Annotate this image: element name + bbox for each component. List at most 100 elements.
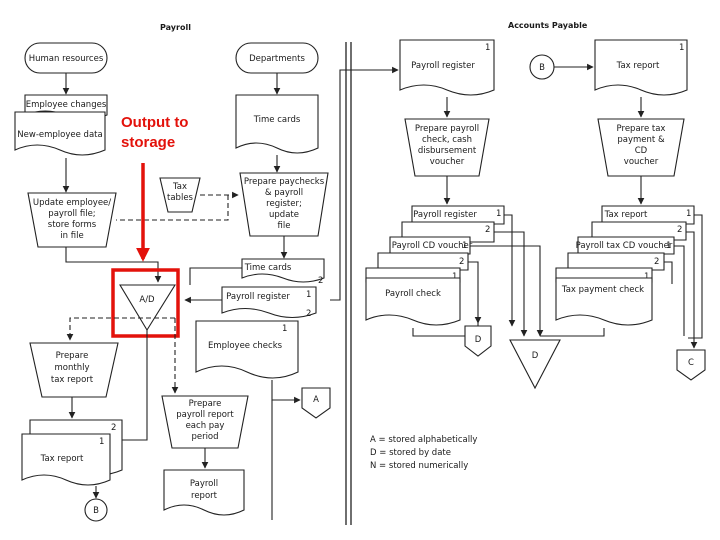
prepare-paychecks-process xyxy=(239,172,329,237)
payroll-register-copy-number-1: 1 xyxy=(306,290,311,300)
flow-ap-cd-down xyxy=(470,245,544,337)
prepare-payroll-check-process xyxy=(404,118,490,177)
prepare-paychecks-line-3: register; xyxy=(266,199,302,209)
ap-tax-report-copy-label: Tax report xyxy=(604,210,648,220)
update-file-line-3: store forms xyxy=(48,220,97,230)
ap-tax-report-document xyxy=(594,39,688,96)
ap-payroll-register-label: Payroll register xyxy=(411,61,475,71)
prepare-paychecks-line-1: Prepare paychecks xyxy=(244,177,325,187)
legend-line-d: D = stored by date xyxy=(370,448,451,458)
ap-connector-c-offpage xyxy=(676,349,706,381)
ap-cd-voucher-number: 1 xyxy=(462,241,467,251)
employee-changes-label: Employee changes xyxy=(26,100,107,110)
tax-report-label: Tax report xyxy=(40,454,84,464)
prepare-check-line-1: Prepare payroll xyxy=(415,124,479,134)
prepare-paychecks-line-2: & payroll xyxy=(265,188,303,198)
update-file-line-4: in file xyxy=(60,231,83,241)
time-cards-copy-number: 2 xyxy=(318,276,323,286)
prepare-monthly-tax-process xyxy=(29,342,119,398)
ap-cd-voucher-copy-document xyxy=(377,252,469,271)
ap-connector-d-label: D xyxy=(475,335,482,345)
flow-ap-register2-down xyxy=(494,231,528,337)
time-cards-copy-document xyxy=(241,258,325,283)
dashed-storage-to-monthly xyxy=(66,317,175,341)
employee-checks-number: 1 xyxy=(282,324,287,334)
tax-report-copy-number-1: 1 xyxy=(99,437,104,447)
prepare-paychecks-line-4: update xyxy=(269,210,299,220)
prepare-tax-line-3: CD xyxy=(635,146,648,156)
payroll-register-copy-document xyxy=(221,286,317,319)
flow-register-to-ap xyxy=(330,66,399,301)
ap-cd-voucher-copy-number: 2 xyxy=(459,257,464,267)
accounts-payable-section-title: Accounts Payable xyxy=(508,21,588,30)
connector-b-label: B xyxy=(93,506,99,516)
ap-tax-report-label: Tax report xyxy=(616,61,660,71)
departments-label: Departments xyxy=(249,54,305,64)
prepare-monthly-line-3: tax report xyxy=(51,375,94,385)
storage-ad-label: A/D xyxy=(139,295,155,305)
annotation-line-2: storage xyxy=(121,134,175,151)
connector-b-circle xyxy=(84,498,108,522)
new-employee-data-label: New-employee data xyxy=(17,130,102,140)
ap-tax-report-copy-number: 1 xyxy=(686,209,691,219)
ap-payroll-tax-cd-voucher-document xyxy=(577,236,675,255)
flow-ap-tax-down xyxy=(688,214,703,339)
prepare-monthly-line-1: Prepare xyxy=(56,351,89,361)
prepare-monthly-line-2: monthly xyxy=(55,363,90,373)
ap-payroll-register-copy-document xyxy=(411,205,505,225)
payroll-report-line-1: Payroll xyxy=(190,479,218,489)
prepare-tax-line-1: Prepare tax xyxy=(617,124,666,134)
ap-payroll-check-document xyxy=(365,277,461,326)
employee-checks-label: Employee checks xyxy=(208,341,283,351)
ap-payroll-cd-voucher-document xyxy=(389,236,471,255)
flow-ap-cd2-to-d xyxy=(468,261,482,324)
dashed-file-link xyxy=(116,195,229,221)
connector-a-label: A xyxy=(313,395,319,405)
legend-line-n: N = stored numerically xyxy=(370,461,468,471)
time-cards-label: Time cards xyxy=(253,115,301,125)
update-file-line-1: Update employee/ xyxy=(33,198,111,208)
flow-ap-tax-cd xyxy=(674,245,685,336)
ap-tax-cd-number: 1 xyxy=(666,241,671,251)
prepare-check-line-3: disbursement xyxy=(418,146,477,156)
prepare-paychecks-line-5: file xyxy=(278,221,291,231)
prepare-tax-payment-process xyxy=(597,118,685,177)
ap-connector-c-label: C xyxy=(688,358,694,368)
flow-ap-tax-cd-copy xyxy=(664,261,673,284)
prepare-payroll-report-process xyxy=(161,395,249,449)
ap-payroll-register-document xyxy=(399,39,495,96)
human-resources-label: Human resources xyxy=(29,54,104,64)
flow-timecards-to-storage xyxy=(189,267,242,285)
payroll-report-line-2: report xyxy=(191,491,218,501)
ap-tax-check-copy-number: 1 xyxy=(644,272,649,282)
payroll-report-document xyxy=(163,469,245,516)
ap-tax-cd-copy-number: 2 xyxy=(654,257,659,267)
prepare-check-line-4: voucher xyxy=(430,157,465,167)
ap-tax-report-number: 1 xyxy=(679,43,684,53)
payroll-register-copy-label: Payroll register xyxy=(226,292,290,302)
ap-tax-payment-check-document xyxy=(555,277,653,326)
ap-tax-report-copy-document xyxy=(601,205,695,225)
storage-ad-file xyxy=(119,284,176,332)
tax-tables-line-2: tables xyxy=(167,193,194,203)
legend-line-a: A = stored alphabetically xyxy=(370,435,477,445)
ap-register-copy-number: 1 xyxy=(496,209,501,219)
ap-payroll-check-label: Payroll check xyxy=(385,289,441,299)
ap-tax-report-copy-2-document xyxy=(591,221,687,241)
flow-ap-tax2-down xyxy=(686,231,698,349)
annotation-line-1: Output to xyxy=(121,114,188,131)
tax-report-document xyxy=(21,433,111,486)
tax-tables-line-1: Tax xyxy=(172,182,187,192)
ap-storage-d-file xyxy=(509,339,561,390)
ap-storage-d-label: D xyxy=(532,351,539,361)
update-payroll-file-process xyxy=(27,192,117,248)
connector-a-offpage xyxy=(301,387,331,419)
ap-tax-report-copy-2-number: 2 xyxy=(677,225,682,235)
time-cards-document xyxy=(235,94,319,154)
prepare-payroll-report-line-4: period xyxy=(191,432,218,442)
ap-connector-d-offpage xyxy=(464,325,492,357)
ap-check-copy-number: 1 xyxy=(452,272,457,282)
flow-ap-register-down xyxy=(504,214,516,327)
tax-report-copy-number-2: 2 xyxy=(111,423,116,433)
